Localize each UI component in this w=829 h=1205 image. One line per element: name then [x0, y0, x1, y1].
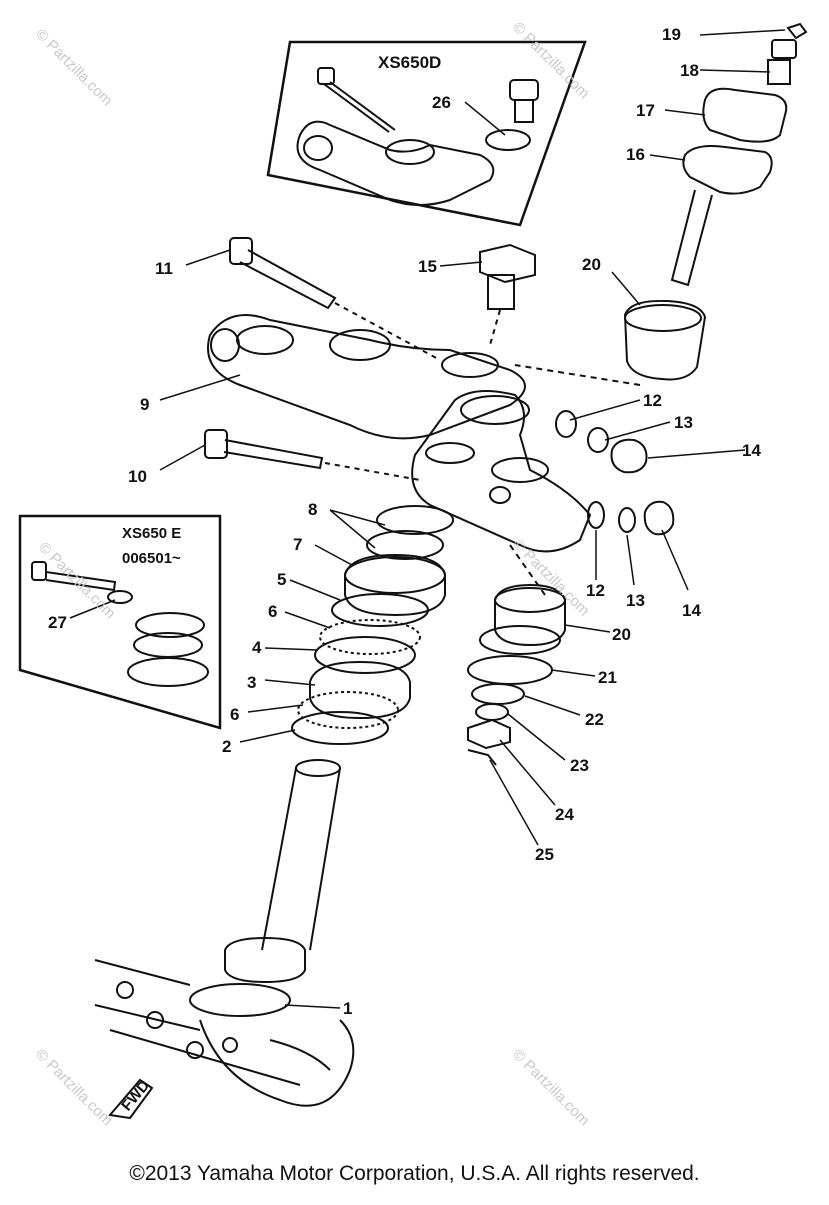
bolt-11	[229, 237, 441, 361]
callout: 4	[252, 638, 262, 657]
fasteners-lower	[587, 500, 675, 536]
callout: 8	[308, 500, 317, 519]
callout: 13	[674, 413, 693, 432]
inset-left-title: XS650 E	[122, 525, 181, 542]
callout: 17	[636, 101, 655, 120]
inset-top-title: XS650D	[378, 53, 441, 72]
bolt-15	[479, 243, 536, 346]
fwd-badge	[108, 1078, 154, 1120]
upper-bracket-9	[207, 314, 526, 440]
callout: 24	[555, 805, 574, 824]
callout: 1	[343, 999, 352, 1018]
callout: 6	[230, 705, 239, 724]
callout: 12	[586, 581, 605, 600]
callout: 27	[48, 613, 67, 632]
handlebar-holder-stack	[670, 22, 808, 287]
callouts: 1 2 3 4 5 6 6 7 8 9 10 11 12 12 13 13 14…	[48, 25, 761, 1018]
callout: 22	[585, 710, 604, 729]
callout: 20	[582, 255, 601, 274]
callout: 11	[155, 259, 173, 278]
fasteners-upper	[555, 410, 648, 474]
callout: 13	[626, 591, 645, 610]
watermark-text: © Partzilla.com	[32, 1046, 115, 1129]
callout: 26	[432, 93, 451, 112]
callout: 20	[612, 625, 631, 644]
callout: 6	[268, 602, 277, 621]
watermark-text: © Partzilla.com	[32, 26, 115, 109]
callout: 15	[418, 257, 437, 276]
fwd-label: FWD	[118, 1077, 153, 1114]
callout: 9	[140, 395, 149, 414]
callout: 10	[128, 467, 147, 486]
copyright-notice: ©2013 Yamaha Motor Corporation, U.S.A. A…	[129, 1162, 700, 1185]
callout: 2	[222, 737, 231, 756]
watermark-text: © Partzilla.com	[509, 19, 592, 102]
callout: 23	[570, 756, 589, 775]
watermarks: © Partzilla.com © Partzilla.com © Partzi…	[32, 19, 592, 1129]
watermark-text: © Partzilla.com	[509, 536, 592, 619]
callout: 16	[626, 145, 645, 164]
bolt-10	[204, 429, 421, 481]
callout: 25	[535, 845, 554, 864]
inset-left-subtitle: 006501~	[122, 550, 181, 567]
callout: 14	[742, 441, 761, 460]
callout: 7	[293, 535, 302, 554]
inset-xs650e	[18, 514, 222, 730]
inset-xs650d	[266, 40, 587, 227]
callout: 18	[680, 61, 699, 80]
leader-lines	[69, 29, 786, 1009]
bearing-stack	[291, 505, 454, 745]
steering-stem	[94, 759, 355, 1107]
callout: 3	[247, 673, 256, 692]
callout: 19	[662, 25, 681, 44]
callout: 21	[598, 668, 617, 687]
watermark-text: © Partzilla.com	[509, 1046, 592, 1129]
callout: 5	[277, 570, 286, 589]
callout: 14	[682, 601, 701, 620]
damper-stack-lower	[467, 583, 566, 766]
callout: 12	[643, 391, 662, 410]
damper-20-upper	[623, 299, 707, 381]
steering-crown	[411, 390, 592, 553]
